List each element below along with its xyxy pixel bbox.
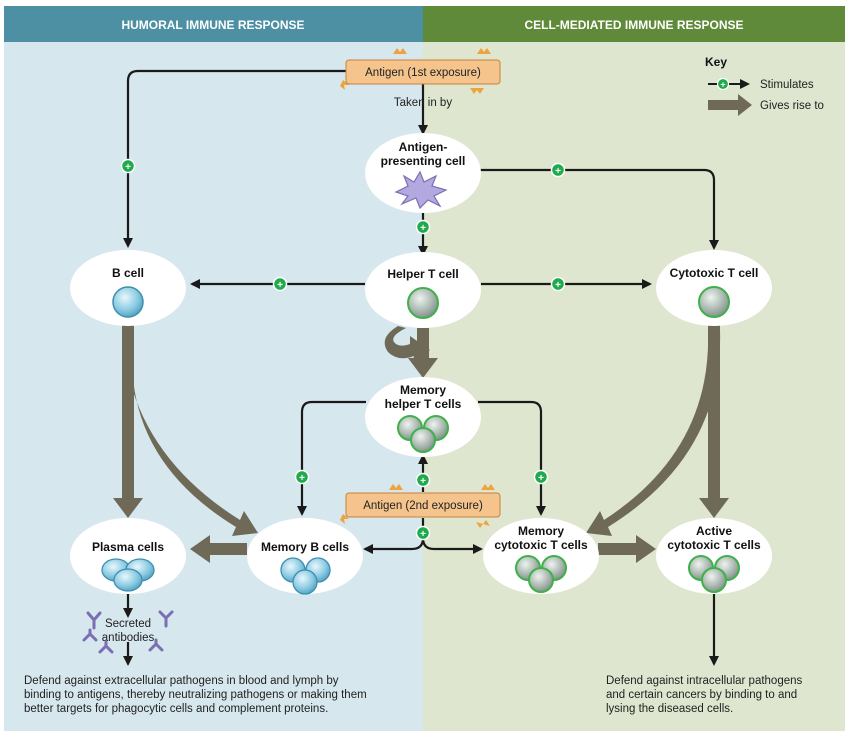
apc-label-line1: Antigen-: [399, 140, 448, 154]
svg-text:+: +: [277, 280, 283, 291]
humoral-desc-line3: better targets for phagocytic cells and …: [24, 703, 328, 715]
memory-cytotoxic-label-line1: Memory: [518, 524, 564, 538]
cell-mediated-title: CELL-MEDIATED IMMUNE RESPONSE: [524, 18, 743, 32]
memory-helper-label-line1: Memory: [400, 383, 446, 397]
apc-node: Antigen- presenting cell: [365, 133, 481, 213]
plus-icon: +: [550, 276, 566, 292]
thick-bcell-to-memb: [122, 330, 258, 536]
humoral-panel: [4, 6, 423, 731]
b-cell-node: B cell: [70, 250, 186, 326]
cell-mediated-panel: [423, 6, 845, 731]
apc-label-line2: presenting cell: [381, 154, 466, 168]
helper-t-node: Helper T cell: [365, 252, 481, 328]
thick-memb-to-plasma: [190, 535, 247, 563]
svg-text:+: +: [420, 529, 426, 540]
humoral-desc-line2: binding to antigens, thereby neutralizin…: [24, 689, 367, 701]
svg-text:+: +: [420, 223, 426, 234]
svg-text:+: +: [125, 162, 131, 173]
active-cytotoxic-cells-icon: [688, 555, 740, 593]
active-cytotoxic-label-line1: Active: [696, 524, 732, 538]
b-cell-icon: [112, 286, 144, 318]
active-cytotoxic-t-node: Active cytotoxic T cells: [656, 518, 772, 594]
antibodies-label-line1: Secreted: [105, 618, 151, 630]
cell-mediated-description: Defend against intracellular pathogens a…: [606, 675, 803, 715]
arrow-apc-to-cytotoxic: [478, 168, 719, 250]
svg-text:+: +: [299, 473, 305, 484]
humoral-title: HUMORAL IMMUNE RESPONSE: [121, 18, 304, 32]
arrow-memhelper-to-memcyto: [478, 400, 546, 516]
thick-helper-to-memhelper: [408, 328, 438, 378]
humoral-description: Defend against extracellular pathogens i…: [24, 675, 367, 715]
cell-desc-line2: and certain cancers by binding to and: [606, 689, 797, 701]
antibody-icon: [82, 610, 174, 654]
plus-icon: +: [272, 276, 288, 292]
plasma-cells-icon: [101, 558, 155, 592]
key-stimulates-label: Stimulates: [760, 79, 814, 91]
antigen-icon: [340, 48, 491, 94]
antibodies-label-line2: antibodies: [102, 632, 155, 644]
plus-icon: +: [550, 162, 566, 178]
plus-icon: +: [294, 469, 310, 485]
arrow-antigen-to-bcell: [123, 69, 346, 248]
key-gives-rise-arrow: [708, 94, 752, 116]
memory-helper-t-node: Memory helper T cells: [365, 377, 481, 457]
antigen-icon: [340, 484, 495, 528]
helper-t-cell-icon: [407, 287, 439, 319]
svg-text:+: +: [420, 476, 426, 487]
thick-cyto-to-memcyto: [586, 330, 721, 536]
memory-cytotoxic-cells-icon: [515, 555, 567, 593]
plus-icon: +: [415, 525, 431, 541]
memory-cytotoxic-label-line2: cytotoxic T cells: [494, 538, 588, 552]
secreted-antibodies: Secreted antibodies: [82, 610, 174, 654]
svg-text:+: +: [555, 166, 561, 177]
helper-t-label: Helper T cell: [387, 267, 458, 281]
plasma-label: Plasma cells: [92, 540, 164, 554]
key-gives-rise-label: Gives rise to: [760, 100, 824, 112]
arrow-memhelper-to-memb: [297, 400, 366, 516]
cell-desc-line3: lysing the diseased cells.: [606, 703, 733, 715]
b-cell-label: B cell: [112, 266, 144, 280]
memory-helper-label-line2: helper T cells: [385, 397, 462, 411]
key-title: Key: [705, 55, 727, 69]
antigen-2nd-box: Antigen (2nd exposure): [340, 484, 501, 528]
memory-helper-cells-icon: [397, 415, 449, 453]
plus-icon: +: [415, 472, 431, 488]
thick-cyto-to-active: [699, 324, 729, 518]
memory-b-node: Memory B cells: [247, 518, 363, 595]
key-legend: Key + Stimulates Gives rise to: [705, 55, 824, 116]
taken-in-by-label: Taken in by: [394, 97, 452, 109]
active-cytotoxic-label-line2: cytotoxic T cells: [667, 538, 761, 552]
plus-icon: +: [533, 469, 549, 485]
memory-b-cells-icon: [280, 557, 331, 595]
cell-desc-line1: Defend against intracellular pathogens: [606, 675, 803, 687]
plus-icon: +: [120, 158, 136, 174]
cytotoxic-t-label: Cytotoxic T cell: [670, 266, 759, 280]
cell-mediated-header: [423, 6, 845, 42]
plus-icon: [716, 77, 730, 91]
plus-icon: +: [415, 219, 431, 235]
memory-b-label: Memory B cells: [261, 540, 349, 554]
svg-text:+: +: [555, 280, 561, 291]
antigen-1st-label: Antigen (1st exposure): [365, 67, 481, 79]
memory-cytotoxic-t-node: Memory cytotoxic T cells: [483, 518, 599, 594]
cytotoxic-t-node: Cytotoxic T cell: [656, 250, 772, 326]
cytotoxic-t-cell-icon: [698, 286, 730, 318]
humoral-desc-line1: Defend against extracellular pathogens i…: [24, 675, 339, 687]
gives-rise-arrows: [113, 324, 729, 563]
svg-text:+: +: [720, 80, 725, 90]
thick-bcell-to-plasma: [113, 324, 143, 518]
antigen-2nd-label: Antigen (2nd exposure): [363, 500, 483, 512]
plasma-cells-node: Plasma cells: [70, 518, 186, 594]
antigen-1st-box: Antigen (1st exposure): [340, 48, 501, 94]
apc-cell-icon: [394, 170, 448, 210]
thick-memcyto-to-active: [598, 535, 656, 563]
humoral-header: [4, 6, 423, 42]
svg-text:+: +: [538, 473, 544, 484]
plus-badges: + + + + + + + + +: [120, 158, 566, 541]
